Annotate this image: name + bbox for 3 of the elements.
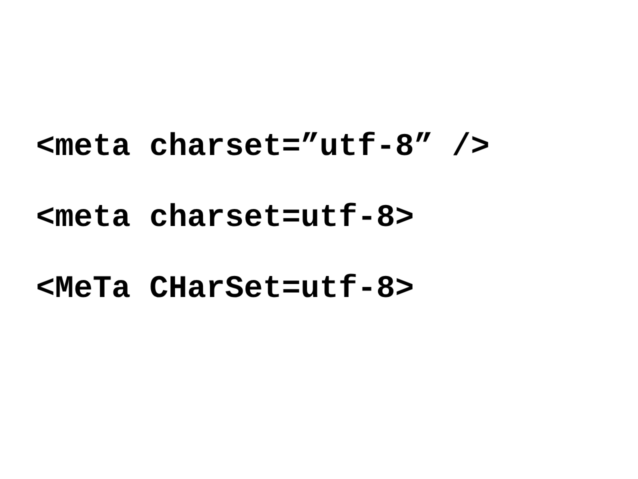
code-line: <MeTa CHarSet=utf-8> xyxy=(36,272,414,308)
code-line: <meta charset=”utf-8” /> xyxy=(36,130,490,166)
code-line: <meta charset=utf-8> xyxy=(36,201,414,237)
